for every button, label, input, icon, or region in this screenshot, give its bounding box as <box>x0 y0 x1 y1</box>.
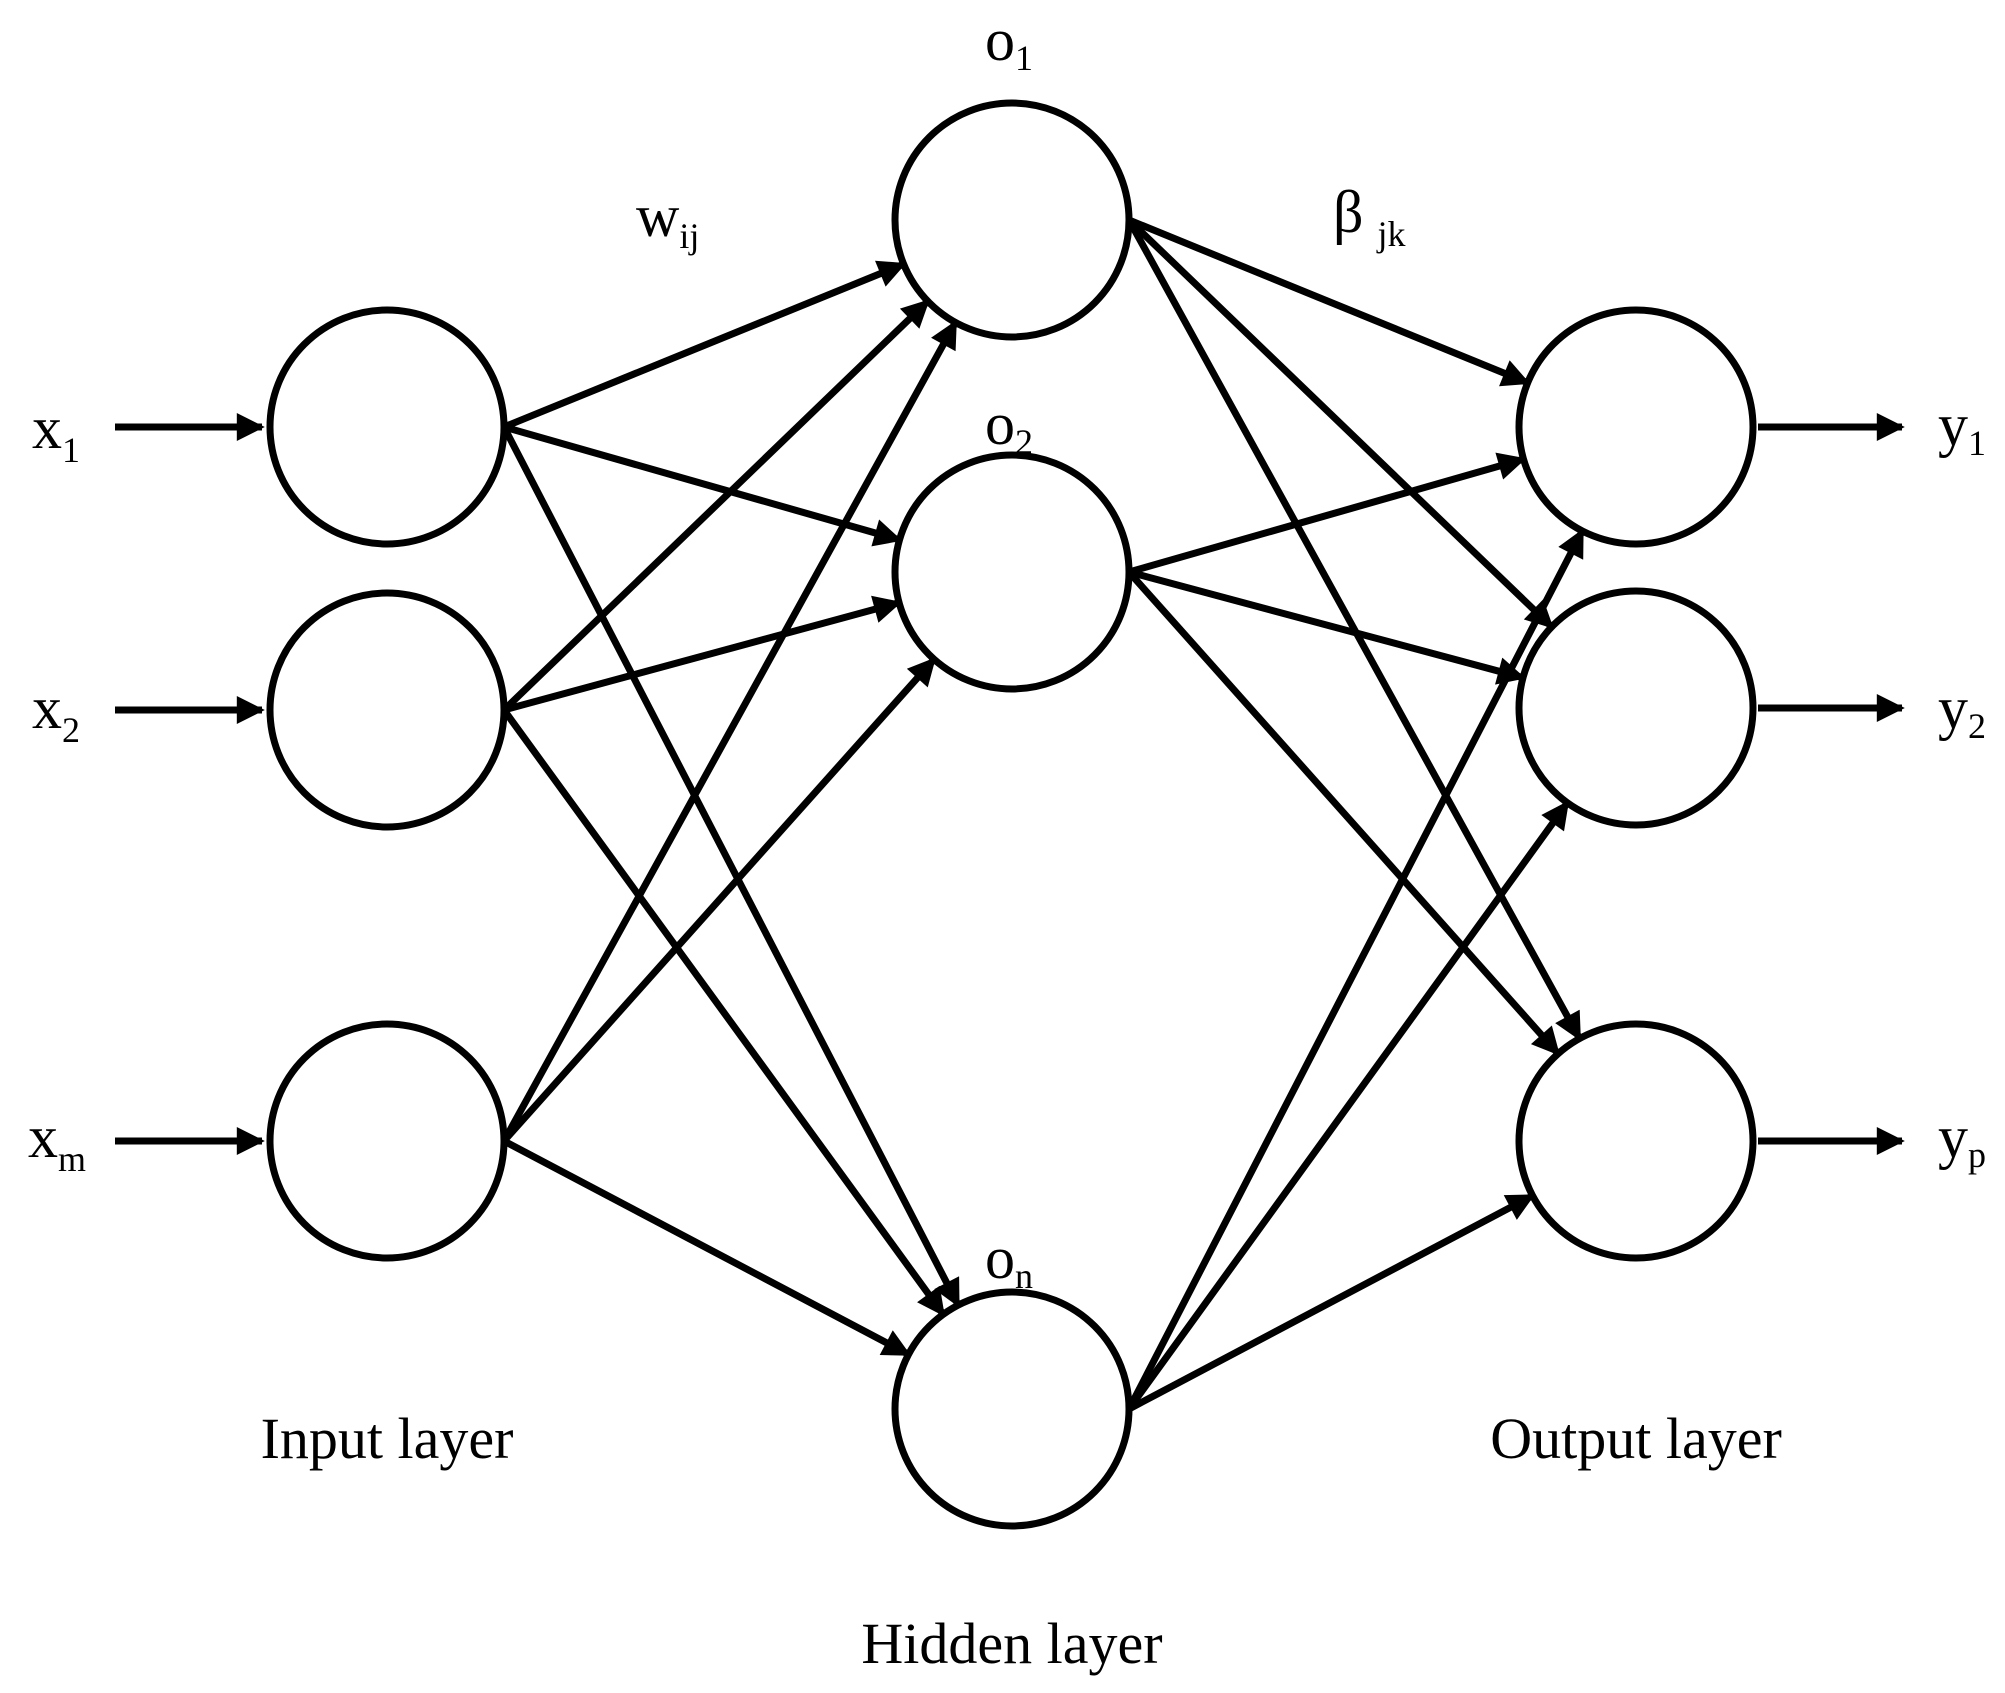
output-label-p: yp <box>1938 1104 1986 1175</box>
edge-x1-on <box>500 425 962 1308</box>
edge-o2-y2 <box>1128 568 1526 685</box>
edge-x1-o1 <box>502 260 907 431</box>
input-layer-label: Input layer <box>261 1406 514 1471</box>
output-node-p <box>1515 1020 1757 1262</box>
input-layer-nodes <box>266 306 508 1262</box>
edge-o2-y1 <box>1128 452 1527 576</box>
hidden-node-n <box>891 1288 1133 1530</box>
hidden-label-n: on <box>985 1225 1033 1296</box>
io-arrows <box>115 413 1905 1155</box>
hidden-layer-nodes <box>891 99 1133 1530</box>
hidden-node-2 <box>891 451 1133 693</box>
input-node-1 <box>266 306 508 548</box>
edge-o2-yp <box>1126 569 1561 1056</box>
hidden-label-2: o2 <box>985 391 1033 462</box>
edge-o1-y2 <box>1126 217 1555 630</box>
edge-on-y1 <box>1125 528 1586 1411</box>
input-node-m <box>266 1020 508 1262</box>
output-label-1: y1 <box>1938 392 1986 463</box>
output-node-2 <box>1515 587 1757 829</box>
output-layer-label: Output layer <box>1490 1406 1782 1471</box>
input-label-2: x2 <box>32 675 80 750</box>
input-label-1: x1 <box>32 395 80 470</box>
output-node-1 <box>1515 306 1757 548</box>
edge-xm-o2 <box>501 656 937 1144</box>
output-layer-nodes <box>1515 306 1757 1262</box>
hidden-label-1: o1 <box>985 7 1033 78</box>
input-node-2 <box>266 589 508 831</box>
connection-lines <box>500 216 1586 1413</box>
edge-x2-o1 <box>501 298 931 713</box>
weight-label-input-hidden: wij <box>636 183 699 256</box>
hidden-layer-label: Hidden layer <box>861 1611 1162 1676</box>
output-label-2: y2 <box>1938 675 1986 746</box>
hidden-node-1 <box>891 99 1133 341</box>
edge-on-y2 <box>1126 800 1571 1412</box>
edge-xm-o1 <box>500 319 959 1143</box>
edge-x1-o2 <box>503 423 903 547</box>
edge-on-yp <box>1127 1192 1536 1413</box>
edge-x2-o2 <box>503 595 902 714</box>
edge-xm-on <box>502 1137 911 1358</box>
edge-x2-on <box>501 707 947 1317</box>
edge-o1-y1 <box>1127 216 1531 387</box>
input-label-m: xm <box>28 1104 86 1179</box>
